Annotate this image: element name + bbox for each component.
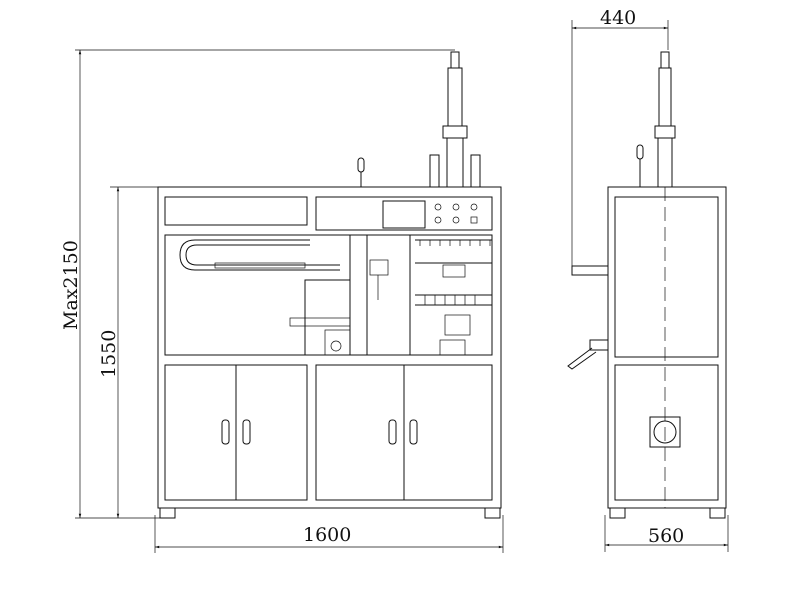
side-depth-label: 560 bbox=[648, 525, 684, 547]
width-label: 1600 bbox=[303, 524, 351, 546]
dimension-side-arm bbox=[571, 20, 669, 268]
dimension-width bbox=[154, 515, 504, 553]
dimension-height bbox=[110, 186, 158, 519]
side-arm-label: 440 bbox=[600, 7, 636, 29]
height-label: 1550 bbox=[98, 330, 120, 378]
door-handles bbox=[221, 419, 418, 445]
screen bbox=[382, 200, 426, 229]
control-buttons bbox=[434, 203, 478, 224]
side-view bbox=[567, 51, 727, 519]
front-view bbox=[157, 51, 502, 519]
dimension-side-depth bbox=[604, 515, 729, 552]
dimension-max-height bbox=[75, 49, 455, 519]
max-height-label: Max2150 bbox=[60, 240, 82, 330]
